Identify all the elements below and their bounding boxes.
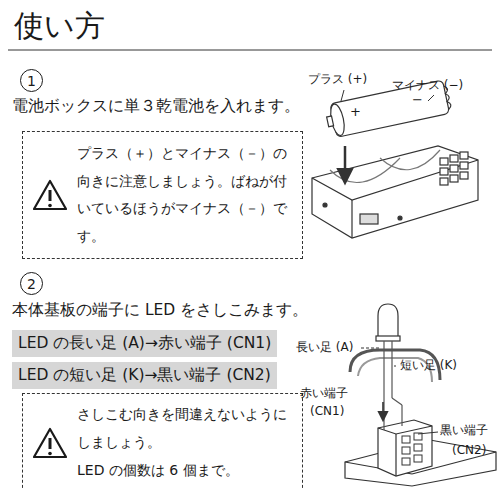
- leader-line: [428, 95, 434, 101]
- part-label: 長い足 (A): [296, 340, 353, 354]
- wiring-band: LED の短い足 (K)→黒い端子 (CN2): [12, 362, 277, 389]
- step-digit: 2: [27, 276, 36, 292]
- title-rule: [8, 50, 492, 51]
- wiring-band: LED の長い足 (A)→赤い端子 (CN1): [12, 330, 277, 357]
- polarity-mark: +: [350, 104, 361, 120]
- caution-text: さしこむ向きを間違えないようにしましょう。: [77, 400, 290, 456]
- band-text: LED の長い足 (A)→赤い端子 (CN1): [18, 333, 271, 354]
- part-label: プラス (+): [308, 72, 367, 86]
- caution-box: さしこむ向きを間違えないようにしましょう。LED の個数は 6 個まで。: [22, 393, 303, 488]
- part-label: 赤い端子: [300, 386, 348, 400]
- part-label: 短い足 (K): [400, 358, 457, 372]
- board: [345, 350, 496, 486]
- caution-text: LED の個数は 6 個まで。: [77, 456, 290, 484]
- terminal-holes: [402, 433, 422, 465]
- step-digit: 1: [27, 73, 36, 89]
- warning-icon: [33, 427, 67, 459]
- battery-box: [312, 146, 478, 238]
- polarity-mark: −: [412, 92, 423, 108]
- step-text: 本体基板の端子に LED をさしこみます。: [12, 301, 308, 320]
- led: [376, 304, 402, 430]
- step-number: 1: [20, 69, 43, 92]
- caution-box: プラス（＋）とマイナス（－）の向きに注意しましょう。ばねが付いているほうがマイナ…: [22, 131, 303, 259]
- caution-text: プラス（＋）とマイナス（－）の向きに注意しましょう。ばねが付いているほうがマイナ…: [77, 140, 290, 250]
- band-text: LED の短い足 (K)→黒い端子 (CN2): [18, 365, 271, 386]
- part-label: マイナス (−): [392, 78, 463, 92]
- part-label: (CN1): [310, 404, 344, 418]
- warning-icon: [33, 179, 67, 211]
- page-title: 使い方: [14, 8, 105, 44]
- step-number: 2: [20, 272, 43, 295]
- part-label: 黒い端子: [440, 423, 488, 437]
- step-text: 電池ボックスに単３乾電池を入れます。: [12, 97, 300, 116]
- insert-arrow: [344, 146, 347, 182]
- leader-line: [341, 90, 344, 101]
- part-label: (CN2): [452, 443, 486, 457]
